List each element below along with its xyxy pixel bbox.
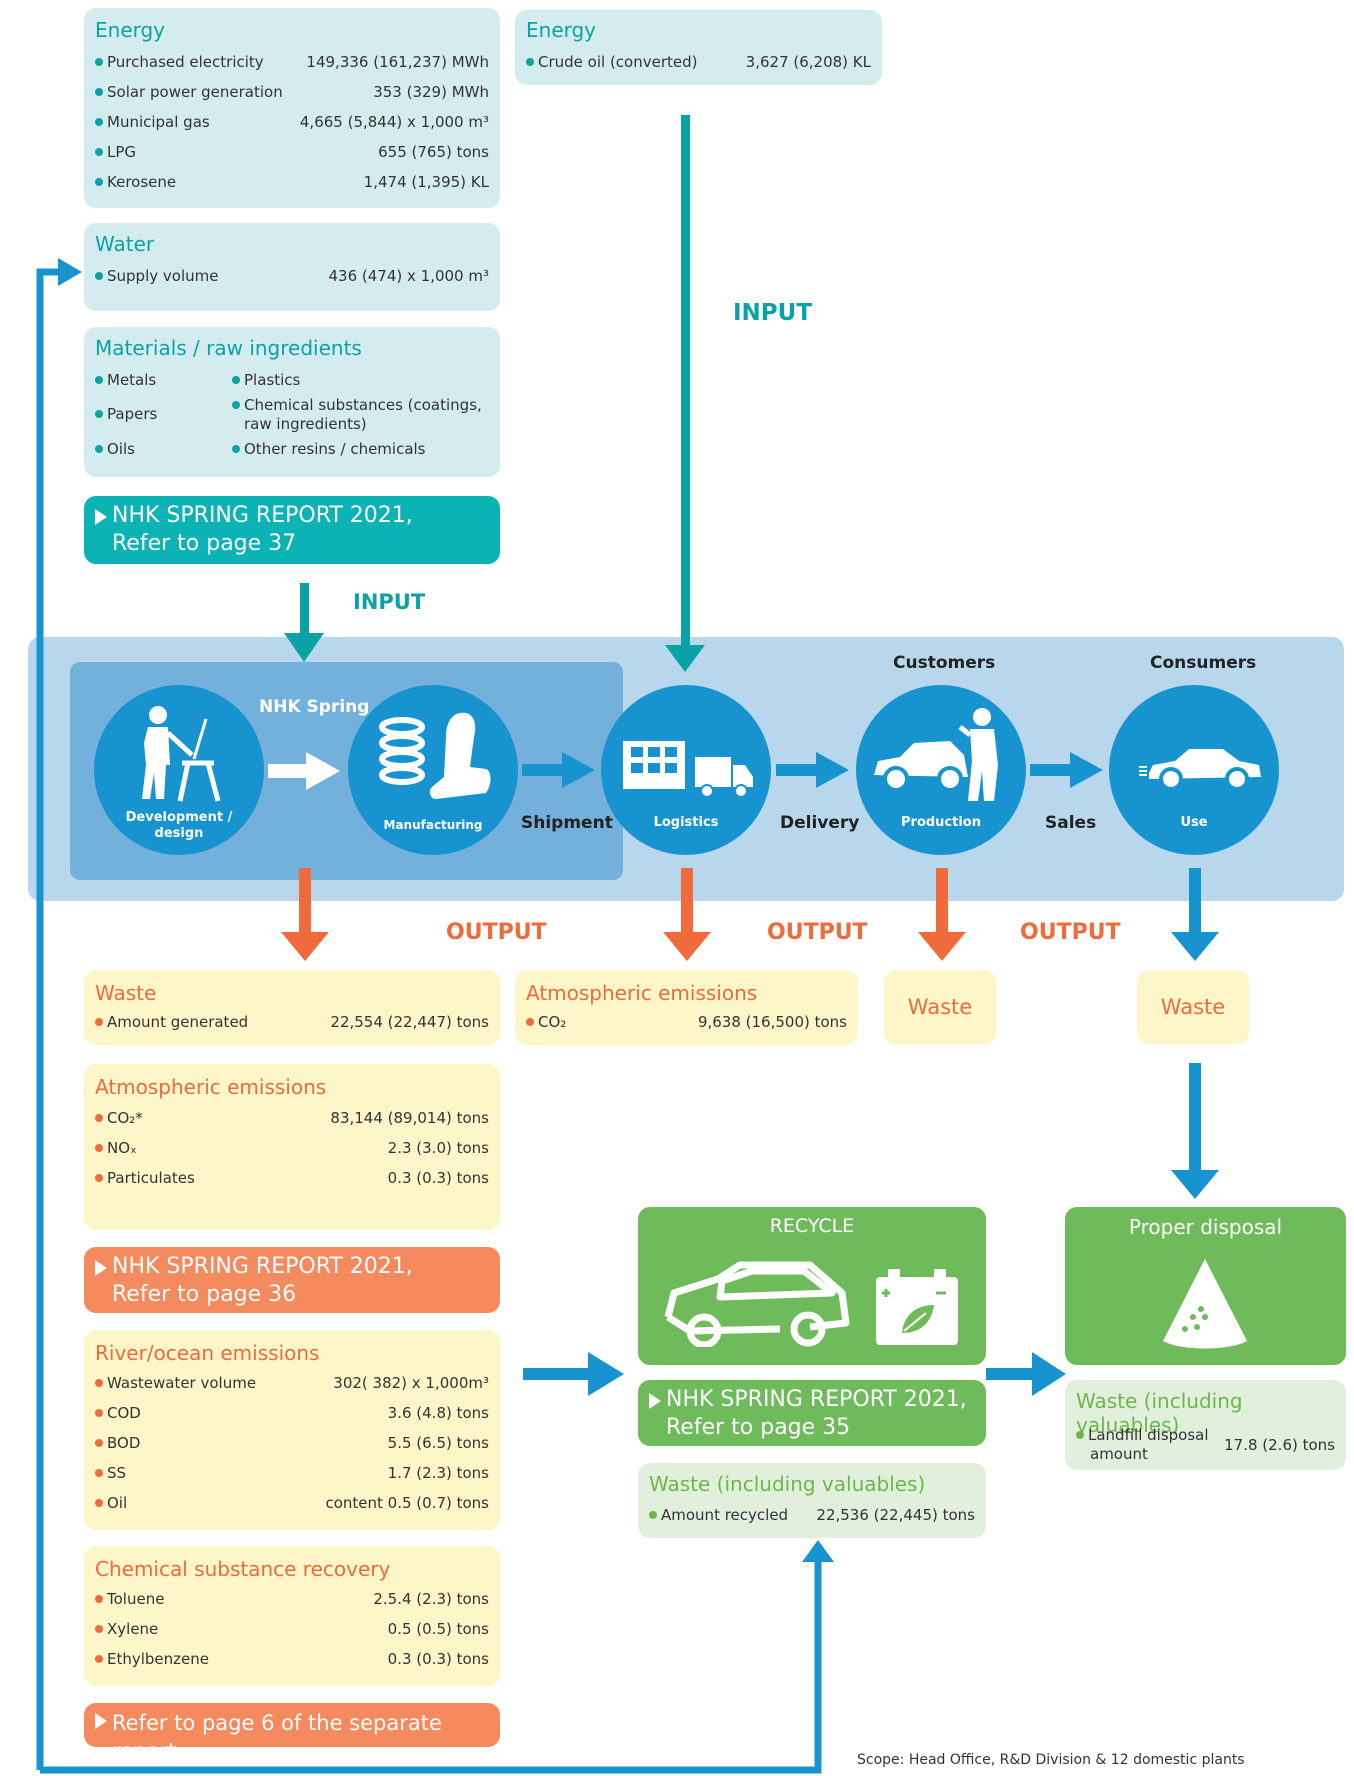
waste-recycled-panel: Waste (including valuables) Amount recyc…	[638, 1463, 986, 1538]
list-item-cont: amount	[1090, 1445, 1148, 1463]
consumers-label: Consumers	[1150, 653, 1257, 673]
list-item: Other resins / chemicals	[232, 438, 489, 460]
output-label: OUTPUT	[1020, 920, 1121, 945]
stage-label: Production	[901, 815, 981, 830]
stage-development: Development / design	[94, 685, 264, 855]
energy-left-title: Energy	[95, 18, 166, 42]
triangle-icon	[95, 1713, 107, 1729]
recycle-title: RECYCLE	[769, 1215, 855, 1237]
list-item: Plastics	[232, 369, 489, 391]
waste-use-box: Waste	[1137, 970, 1249, 1044]
list-item-cont: raw ingredients)	[244, 415, 367, 433]
energy-right-title: Energy	[526, 18, 597, 42]
report-link-page-37[interactable]: NHK SPRING REPORT 2021, Refer to page 37	[84, 496, 500, 564]
car-icon	[1139, 749, 1261, 791]
water-title: Water	[95, 232, 155, 256]
input-label-top: INPUT	[733, 300, 813, 326]
stage-manufacturing: Manufacturing	[348, 685, 518, 855]
output-label: OUTPUT	[446, 920, 547, 945]
input-label-left: INPUT	[353, 590, 426, 614]
triangle-icon	[649, 1393, 661, 1409]
triangle-icon	[95, 509, 107, 525]
engineer-icon	[142, 706, 221, 802]
delivery-label: Delivery	[780, 813, 860, 833]
feedback-line	[36, 268, 60, 1770]
stage-label: Logistics	[653, 815, 719, 830]
report-link-page-6[interactable]: Refer to page 6 of the separate report	[84, 1703, 500, 1763]
stage-label: Manufacturing	[383, 818, 483, 832]
battery-leaf-icon	[876, 1269, 958, 1345]
report-link-page-35[interactable]: NHK SPRING REPORT 2021, Refer to page 35	[638, 1380, 986, 1446]
warehouse-truck-icon	[623, 741, 753, 798]
car-mechanic-icon	[874, 708, 998, 801]
customers-label: Customers	[893, 653, 996, 673]
recycle-panel: RECYCLE	[638, 1207, 986, 1365]
waste-landfill-panel: Waste (including valuables) Landfill dis…	[1065, 1380, 1346, 1470]
waste-production-box: Waste	[884, 970, 996, 1044]
stage-label: Use	[1180, 815, 1208, 830]
stage-use: Use	[1109, 685, 1279, 855]
input-arrow-top	[681, 115, 690, 645]
scope-note: Scope: Head Office, R&D Division & 12 do…	[857, 1752, 1245, 1768]
list-item: Oils	[95, 438, 135, 460]
proper-disposal-title: Proper disposal	[1128, 1215, 1283, 1239]
triangle-icon	[95, 1260, 107, 1276]
proper-disposal-panel: Proper disposal	[1065, 1207, 1346, 1365]
car-frame-icon	[664, 1261, 850, 1347]
energy-right-panel: Energy Crude oil (converted)3,627 (6,208…	[515, 10, 882, 85]
output-label: OUTPUT	[767, 920, 868, 945]
stage-logistics: Logistics	[601, 685, 771, 855]
list-item: Metals	[95, 369, 156, 391]
stage-production: Production	[856, 685, 1026, 855]
list-item: Papers	[95, 403, 157, 425]
list-item: CO₂*83,144 (89,014) tons	[95, 1107, 489, 1129]
list-item: Crude oil (converted)3,627 (6,208) KL	[526, 51, 871, 73]
recycle-up-arrowhead	[802, 1540, 834, 1562]
landfill-pile-icon	[1163, 1259, 1247, 1349]
sales-label: Sales	[1045, 813, 1097, 833]
input-arrow-left	[300, 583, 309, 633]
stage-label: design	[154, 826, 204, 841]
materials-panel: Materials / raw ingredients Metals Paper…	[84, 327, 500, 477]
materials-title: Materials / raw ingredients	[95, 336, 362, 360]
nhk-spring-label: NHK Spring	[259, 697, 370, 717]
spring-seat-icon	[379, 712, 491, 799]
feedback-arrowhead	[58, 258, 82, 286]
report-link-page-36[interactable]: NHK SPRING REPORT 2021, Refer to page 36	[84, 1247, 500, 1313]
stage-label: Development /	[125, 810, 233, 825]
list-item: Chemical substances (coatings,	[232, 394, 489, 416]
shipment-label: Shipment	[521, 813, 613, 833]
atmo-main-panel: Atmospheric emissions CO₂*83,144 (89,014…	[84, 1064, 500, 1230]
